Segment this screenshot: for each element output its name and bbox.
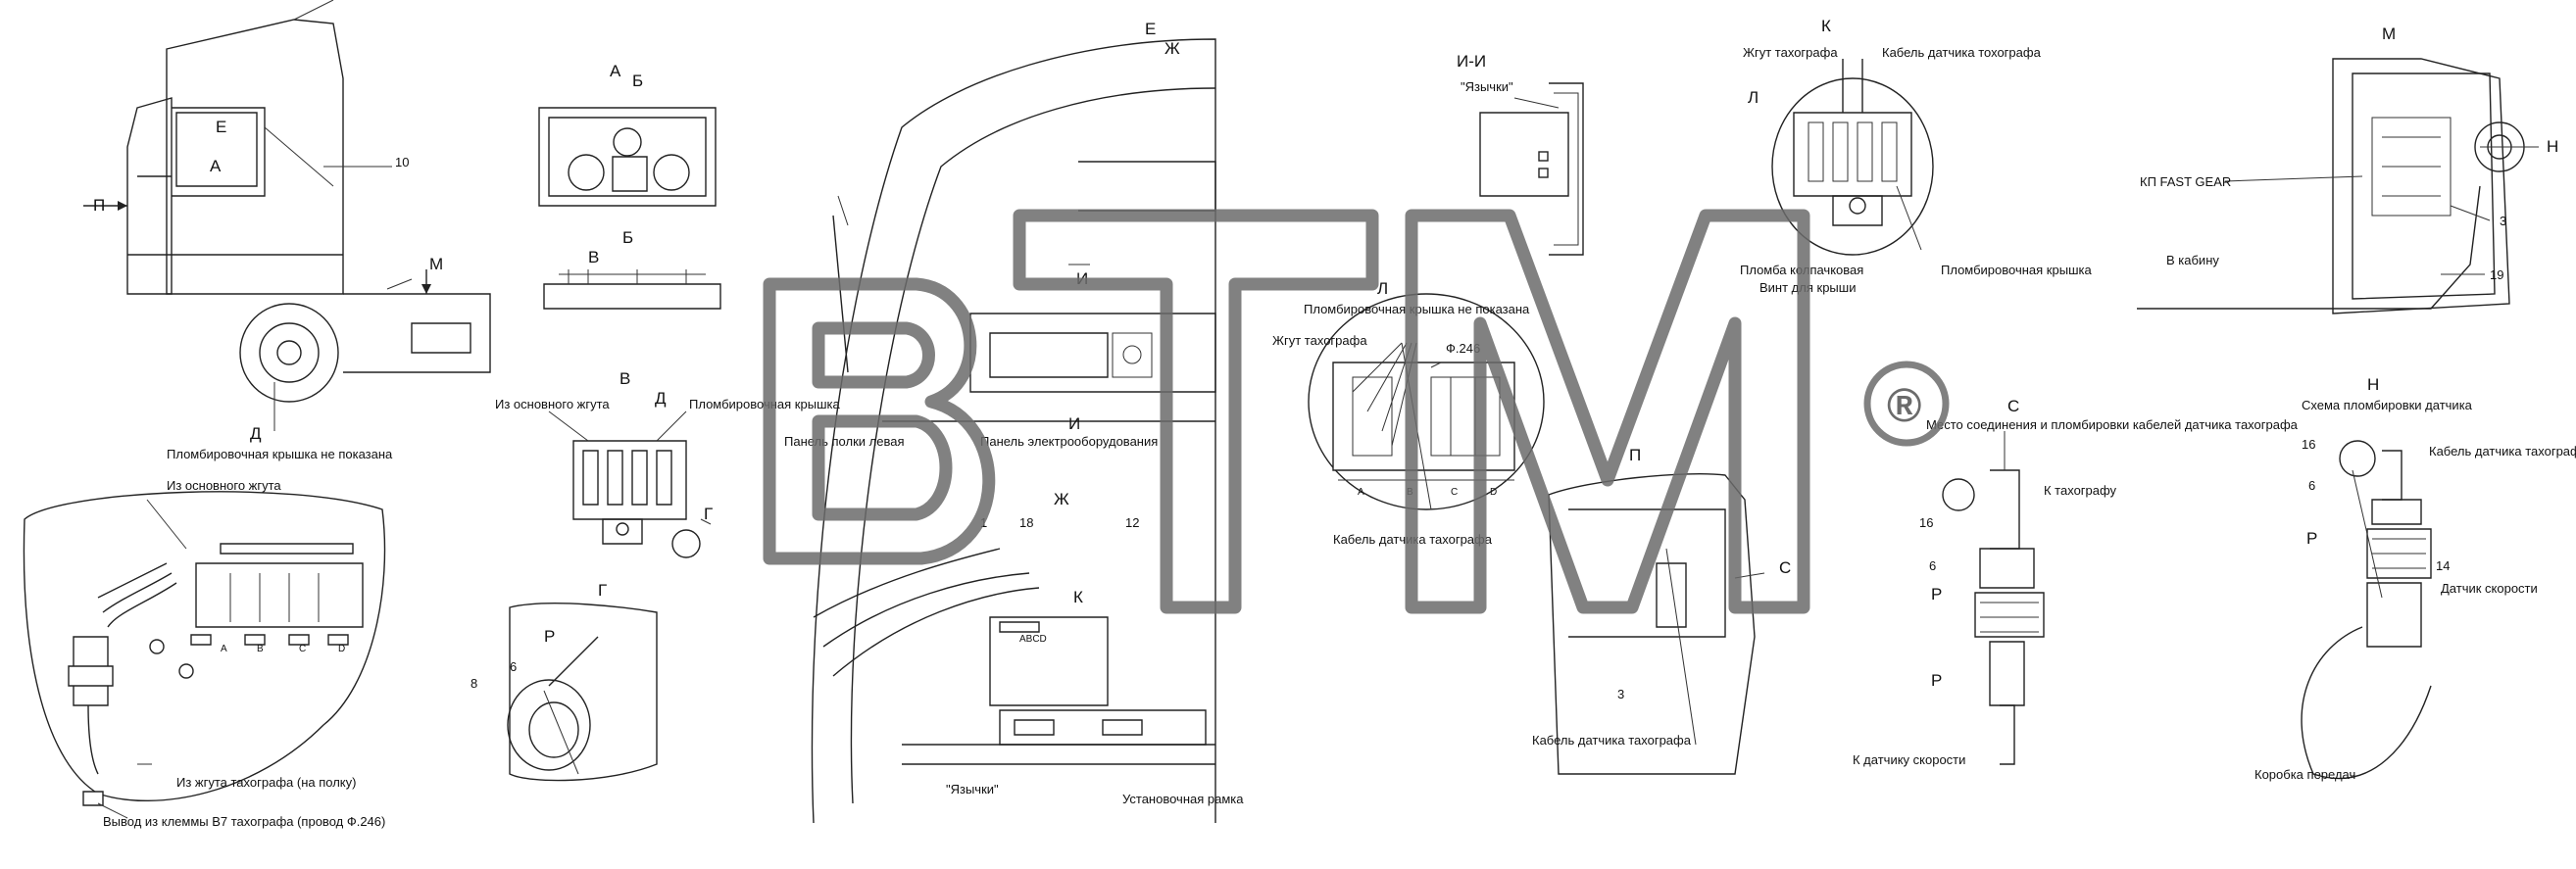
callout-6-s: 6	[1929, 558, 1936, 573]
shelf-panel-left-label: Панель полки левая	[784, 434, 905, 449]
tongues-label: "Язычки"	[946, 782, 999, 797]
view-label-e: Е	[216, 118, 226, 136]
tongues-label-ii: "Язычки"	[1461, 79, 1513, 94]
connector-seal-view	[548, 410, 712, 558]
view-label-l-k: Л	[1748, 88, 1759, 107]
view-label-s: С	[2007, 397, 2019, 415]
harness-detail	[23, 491, 386, 819]
wire-f246-label: Ф.246	[1446, 341, 1480, 356]
view-label-k: К	[1821, 17, 1831, 35]
view-label-b-top: Б	[632, 72, 643, 90]
to-cabin-label: В кабину	[2166, 253, 2219, 267]
pin-d: D	[338, 644, 345, 654]
callout-18: 18	[1019, 515, 1033, 530]
sensor-seal-scheme-label: Схема пломбировки датчика	[2302, 398, 2473, 412]
watermark-vtm	[763, 209, 1950, 614]
view-label-s-p: С	[1779, 558, 1791, 577]
mounting-frame-label: Установочная рамка	[1122, 792, 1244, 806]
callout-8: 8	[471, 676, 477, 691]
instrument-cluster-view	[538, 107, 717, 207]
callout-19: 19	[2490, 267, 2503, 282]
view-label-g-mid: Г	[704, 505, 713, 523]
gearbox-view-m	[2137, 58, 2539, 314]
view-label-d: Д	[250, 424, 262, 443]
view-label-r-g: Р	[544, 627, 555, 646]
view-label-l: Л	[1377, 279, 1388, 298]
callout-3-p: 3	[1617, 687, 1624, 701]
callout-10: 10	[395, 155, 409, 169]
callout-6-g: 6	[510, 659, 517, 674]
callout-14: 14	[2436, 558, 2450, 573]
callout-16-n: 16	[2302, 437, 2315, 452]
view-label-b-mid: Б	[622, 228, 633, 247]
from-tacho-harness-label: Из жгута тахографа (на полку)	[176, 775, 356, 790]
view-label-p-mid: П	[1629, 446, 1641, 464]
callout-3-m: 3	[2500, 214, 2506, 228]
view-label-ii: И-И	[1457, 52, 1486, 71]
callout-6-n: 6	[2308, 478, 2315, 493]
view-label-r-n: Р	[2306, 529, 2317, 548]
tacho-sensor-cable-p: Кабель датчика тахографа	[1532, 733, 1692, 748]
truck-side-view	[83, 0, 491, 431]
view-label-r-s1: Р	[1931, 585, 1942, 603]
tacho-seal-view-k	[1771, 59, 1934, 256]
callout-12: 12	[1125, 515, 1139, 530]
pin-cyr-a: А	[1358, 487, 1364, 498]
connection-place-label: Место соединения и пломбировки кабелей д…	[1926, 417, 2299, 432]
to-tachograph-label: К тахографу	[2044, 483, 2117, 498]
view-label-i-bottom: И	[1068, 414, 1080, 433]
speed-sensor-label: Датчик скорости	[2441, 581, 2538, 596]
view-label-g: Г	[598, 581, 607, 600]
view-label-r-s2: Р	[1931, 671, 1942, 690]
view-label-v: В	[619, 369, 630, 388]
seal-detail-g	[507, 603, 658, 782]
pin-b: B	[257, 644, 264, 654]
section-ii-view	[1479, 82, 1584, 256]
pin-a: A	[221, 644, 227, 654]
shelf-view	[543, 269, 721, 310]
callout-16-s: 16	[1919, 515, 1933, 530]
view-label-a: А	[210, 157, 222, 175]
view-label-zh: Ж	[1054, 490, 1069, 508]
tacho-harness-label-l: Жгут тахографа	[1272, 333, 1367, 348]
output-b7-label: Вывод из клеммы В7 тахографа (провод Ф.2…	[103, 814, 385, 829]
view-label-k-cab: К	[1073, 588, 1083, 606]
view-label-m: М	[429, 255, 443, 273]
view-label-p: П	[93, 196, 105, 215]
view-label-v-top: В	[588, 248, 599, 266]
from-main-harness-label-1: Из основного жгута	[167, 478, 281, 493]
view-label-m-top: М	[2382, 24, 2396, 43]
view-label-d-mid: Д	[655, 389, 667, 408]
seal-cover-not-shown-label: Пломбировочная крышка не показана	[167, 447, 393, 461]
seal-cover-label-k: Пломбировочная крышка	[1941, 263, 2092, 277]
view-label-a-top: А	[610, 62, 621, 80]
view-label-e-top: Е	[1145, 20, 1156, 38]
abcd-label: ABCD	[1019, 634, 1047, 645]
pin-cyr-s: С	[1451, 487, 1458, 498]
from-main-harness-label-2: Из основного жгута	[495, 397, 610, 411]
to-speed-sensor-label: К датчику скорости	[1853, 752, 1965, 767]
tacho-sensor-cable-k-label: Кабель датчика тохографа	[1882, 45, 2042, 60]
frame-view-p	[1548, 473, 1765, 775]
cabin-interior-view	[811, 38, 1216, 824]
view-label-n-side: Н	[2547, 137, 2558, 156]
pin-c: C	[299, 644, 306, 654]
registered-mark: ®	[1887, 380, 1921, 432]
gearbox-fast-gear-label: КП FAST GEAR	[2140, 174, 2231, 189]
cable-connection-view-s	[1942, 431, 2045, 765]
view-label-n: Н	[2367, 375, 2379, 394]
pin-cyr-d: D	[1490, 487, 1497, 498]
tacho-harness-label-k: Жгут тахографа	[1743, 45, 1838, 60]
gearbox-label: Коробка передач	[2254, 767, 2355, 782]
view-label-zh-top: Ж	[1164, 39, 1180, 58]
tacho-sensor-cable-n: Кабель датчика тахографа	[2429, 444, 2576, 459]
electrical-panel-label: Панель электрооборудования	[980, 434, 1158, 449]
sensor-seal-scheme-n	[2301, 440, 2432, 780]
